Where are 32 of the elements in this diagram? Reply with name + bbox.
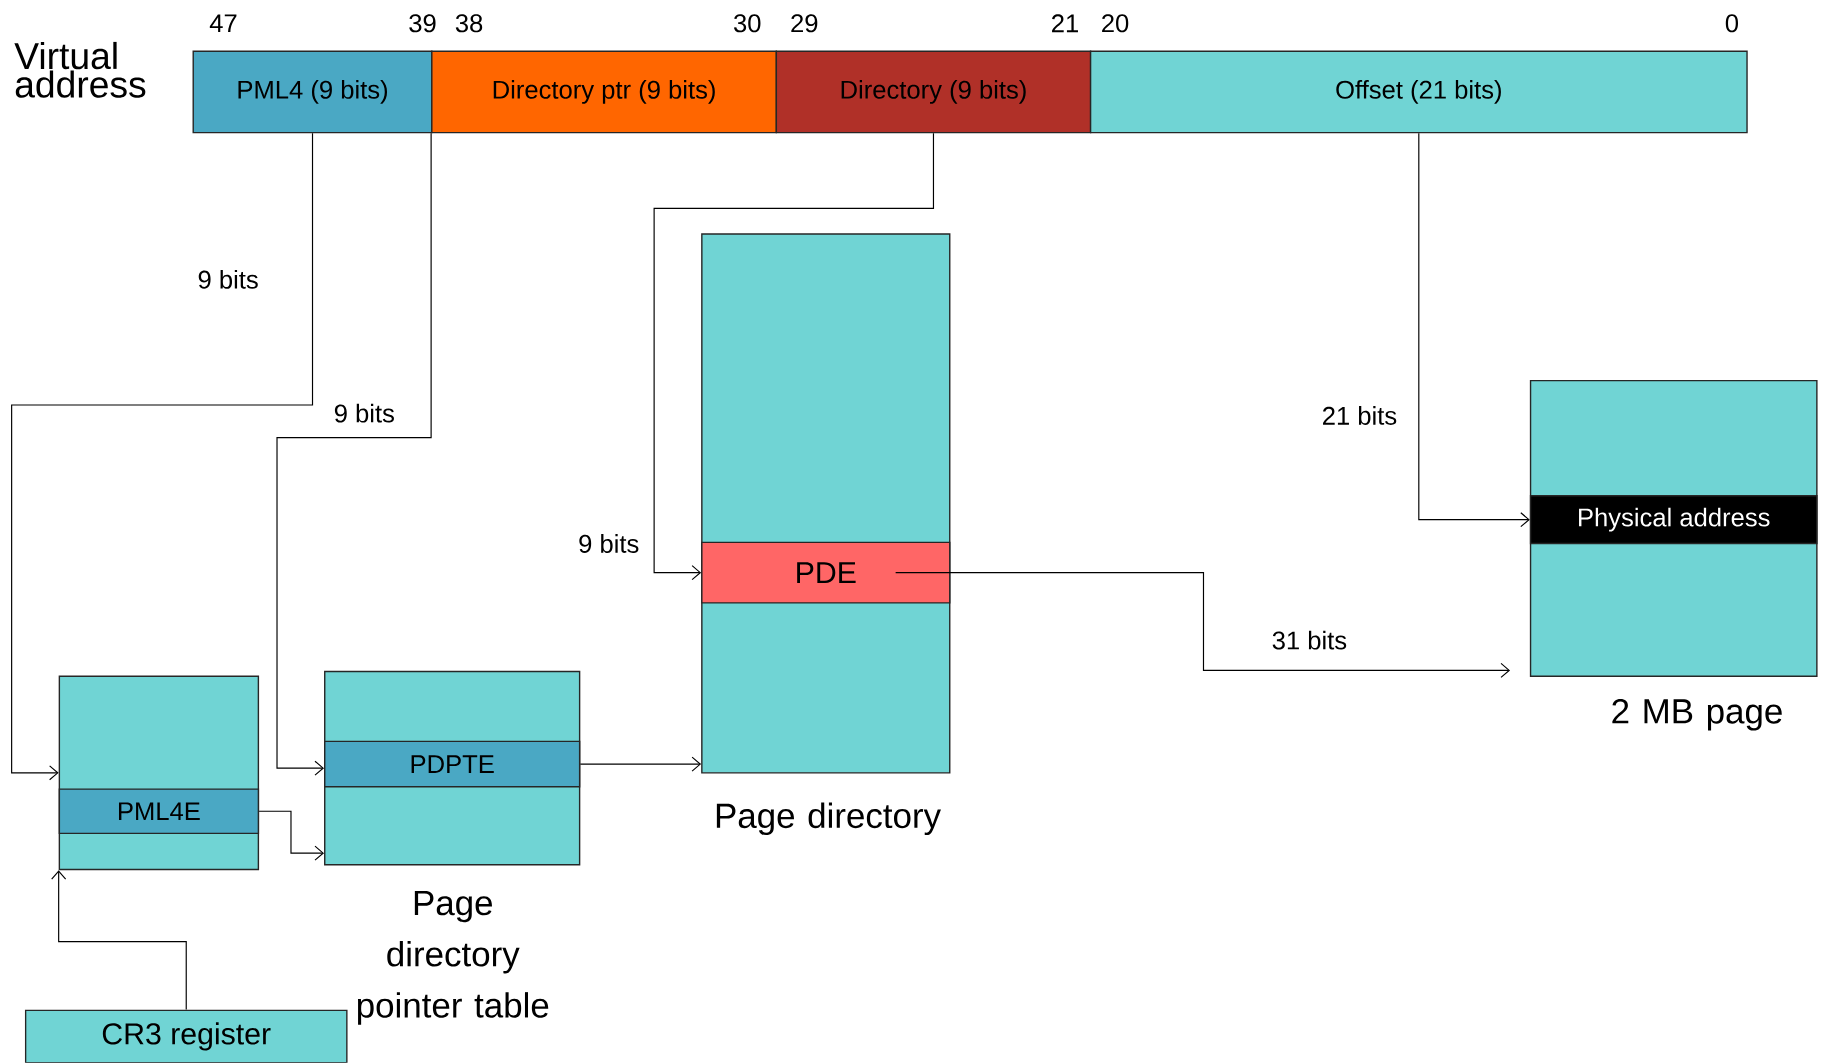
table-caption: 2 MB page [1612, 699, 1782, 731]
edge-label: 21 bits [1320, 405, 1399, 427]
table-caption: Page directory pointer table [357, 891, 549, 1025]
arrow [653, 132, 935, 581]
arrow [258, 810, 325, 861]
entry-row: PDE [701, 541, 951, 604]
edge-label: 31 bits [1270, 629, 1349, 651]
edge-label: 9 bits [196, 268, 260, 291]
arrow [11, 132, 314, 781]
arrow [895, 572, 1511, 679]
arrow [1418, 132, 1530, 528]
entry-row: PML4E [58, 788, 260, 835]
address-field: Directory ptr (9 bits) [431, 50, 778, 134]
bit-number: 38 [455, 14, 483, 33]
bit-number: 39 [409, 14, 436, 33]
register-box: CR3 register [24, 1009, 348, 1063]
bit-number: 29 [791, 14, 818, 33]
bit-number: 20 [1102, 14, 1129, 33]
table-caption: Page directory [716, 802, 941, 836]
row-label: Virtual address [14, 42, 146, 98]
arrow [579, 756, 702, 772]
address-field: PML4 (9 bits) [192, 50, 433, 134]
entry-row: PDPTE [324, 740, 581, 788]
edge-label: 9 bits [332, 402, 397, 424]
arrow [51, 870, 187, 1011]
address-field: Directory (9 bits) [775, 50, 1092, 134]
address-field: Offset (21 bits) [1089, 50, 1748, 134]
bit-number: 21 [1052, 14, 1078, 33]
arrow [276, 132, 432, 776]
edge-label: 9 bits [576, 533, 641, 555]
bit-number: 30 [733, 14, 761, 33]
entry-row: Physical address [1529, 495, 1818, 545]
